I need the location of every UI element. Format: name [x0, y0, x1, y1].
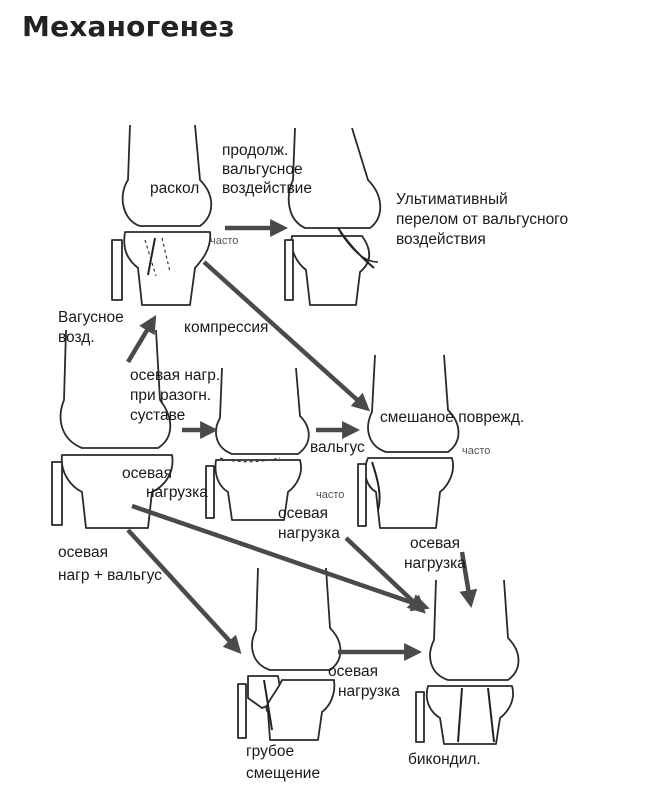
label-prolong-1: продолж. [222, 142, 288, 159]
label-compression: компрессия [184, 319, 268, 336]
label-axial-valgus-2: нагр + вальгус [58, 567, 162, 584]
knee-split [111, 124, 213, 306]
label-axial-2b: нагрузка [278, 525, 340, 542]
label-valgus: вальгус [310, 439, 365, 456]
label-axial-rot-2: при разогн. [130, 387, 211, 404]
flow-arrows [126, 219, 478, 661]
page-title: Механогенез [22, 10, 235, 43]
label-axial-rot-3: суставе [130, 407, 185, 424]
label-axial-3b: нагрузка [404, 555, 466, 572]
knee-axial-lateral [205, 367, 310, 521]
label-vagus-1: Вагусное [58, 309, 124, 326]
label-ultimate-3: воздействия [396, 231, 486, 248]
label-vagus-2: возд. [58, 329, 95, 346]
label-ultimate-1: Ультимативный [396, 191, 508, 208]
label-gross-2: смещение [246, 765, 320, 782]
knee-axial-base [51, 329, 174, 529]
label-often-2: часто [462, 445, 490, 457]
label-gross-1: грубое [246, 743, 294, 760]
arrow-mixed-to-bicondylar [459, 551, 478, 608]
arrow-lateral-to-bicondylar [344, 536, 426, 614]
label-axial-3a: осевая [410, 535, 460, 552]
arrow-base-to-split [126, 315, 157, 364]
label-raskol: раскол [150, 180, 199, 197]
label-axial-1b: нагрузка [146, 484, 208, 501]
label-bicondyl: бикондил. [408, 751, 481, 768]
label-axial-2a: осевая [278, 505, 328, 522]
label-axial-4a: осевая [328, 663, 378, 680]
label-axial-1a: осевая [122, 465, 172, 482]
label-axial-4b: нагрузка [338, 683, 400, 700]
arrow-base-to-bicondylar [131, 503, 430, 612]
label-axial-rot-1: осевая нагр. [130, 367, 220, 384]
label-axial-valgus-1: осевая [58, 544, 108, 561]
label-ultimate-2: перелом от вальгусного [396, 211, 568, 228]
label-often-3: часто [316, 489, 344, 501]
arrow-base-to-gross [126, 528, 242, 654]
arrow-compression-to-mixed [202, 260, 371, 412]
label-prolong-3: воздействие [222, 180, 312, 197]
knee-ultimate-valgus [284, 127, 382, 306]
knee-mixed [357, 354, 460, 529]
label-prolong-2: вальгусное [222, 161, 303, 178]
knee-bicondylar [415, 579, 520, 745]
knee-gross-displacement [237, 567, 342, 741]
label-often-1: часто [210, 235, 238, 247]
label-mixed: смешаное поврежд. [380, 409, 524, 426]
